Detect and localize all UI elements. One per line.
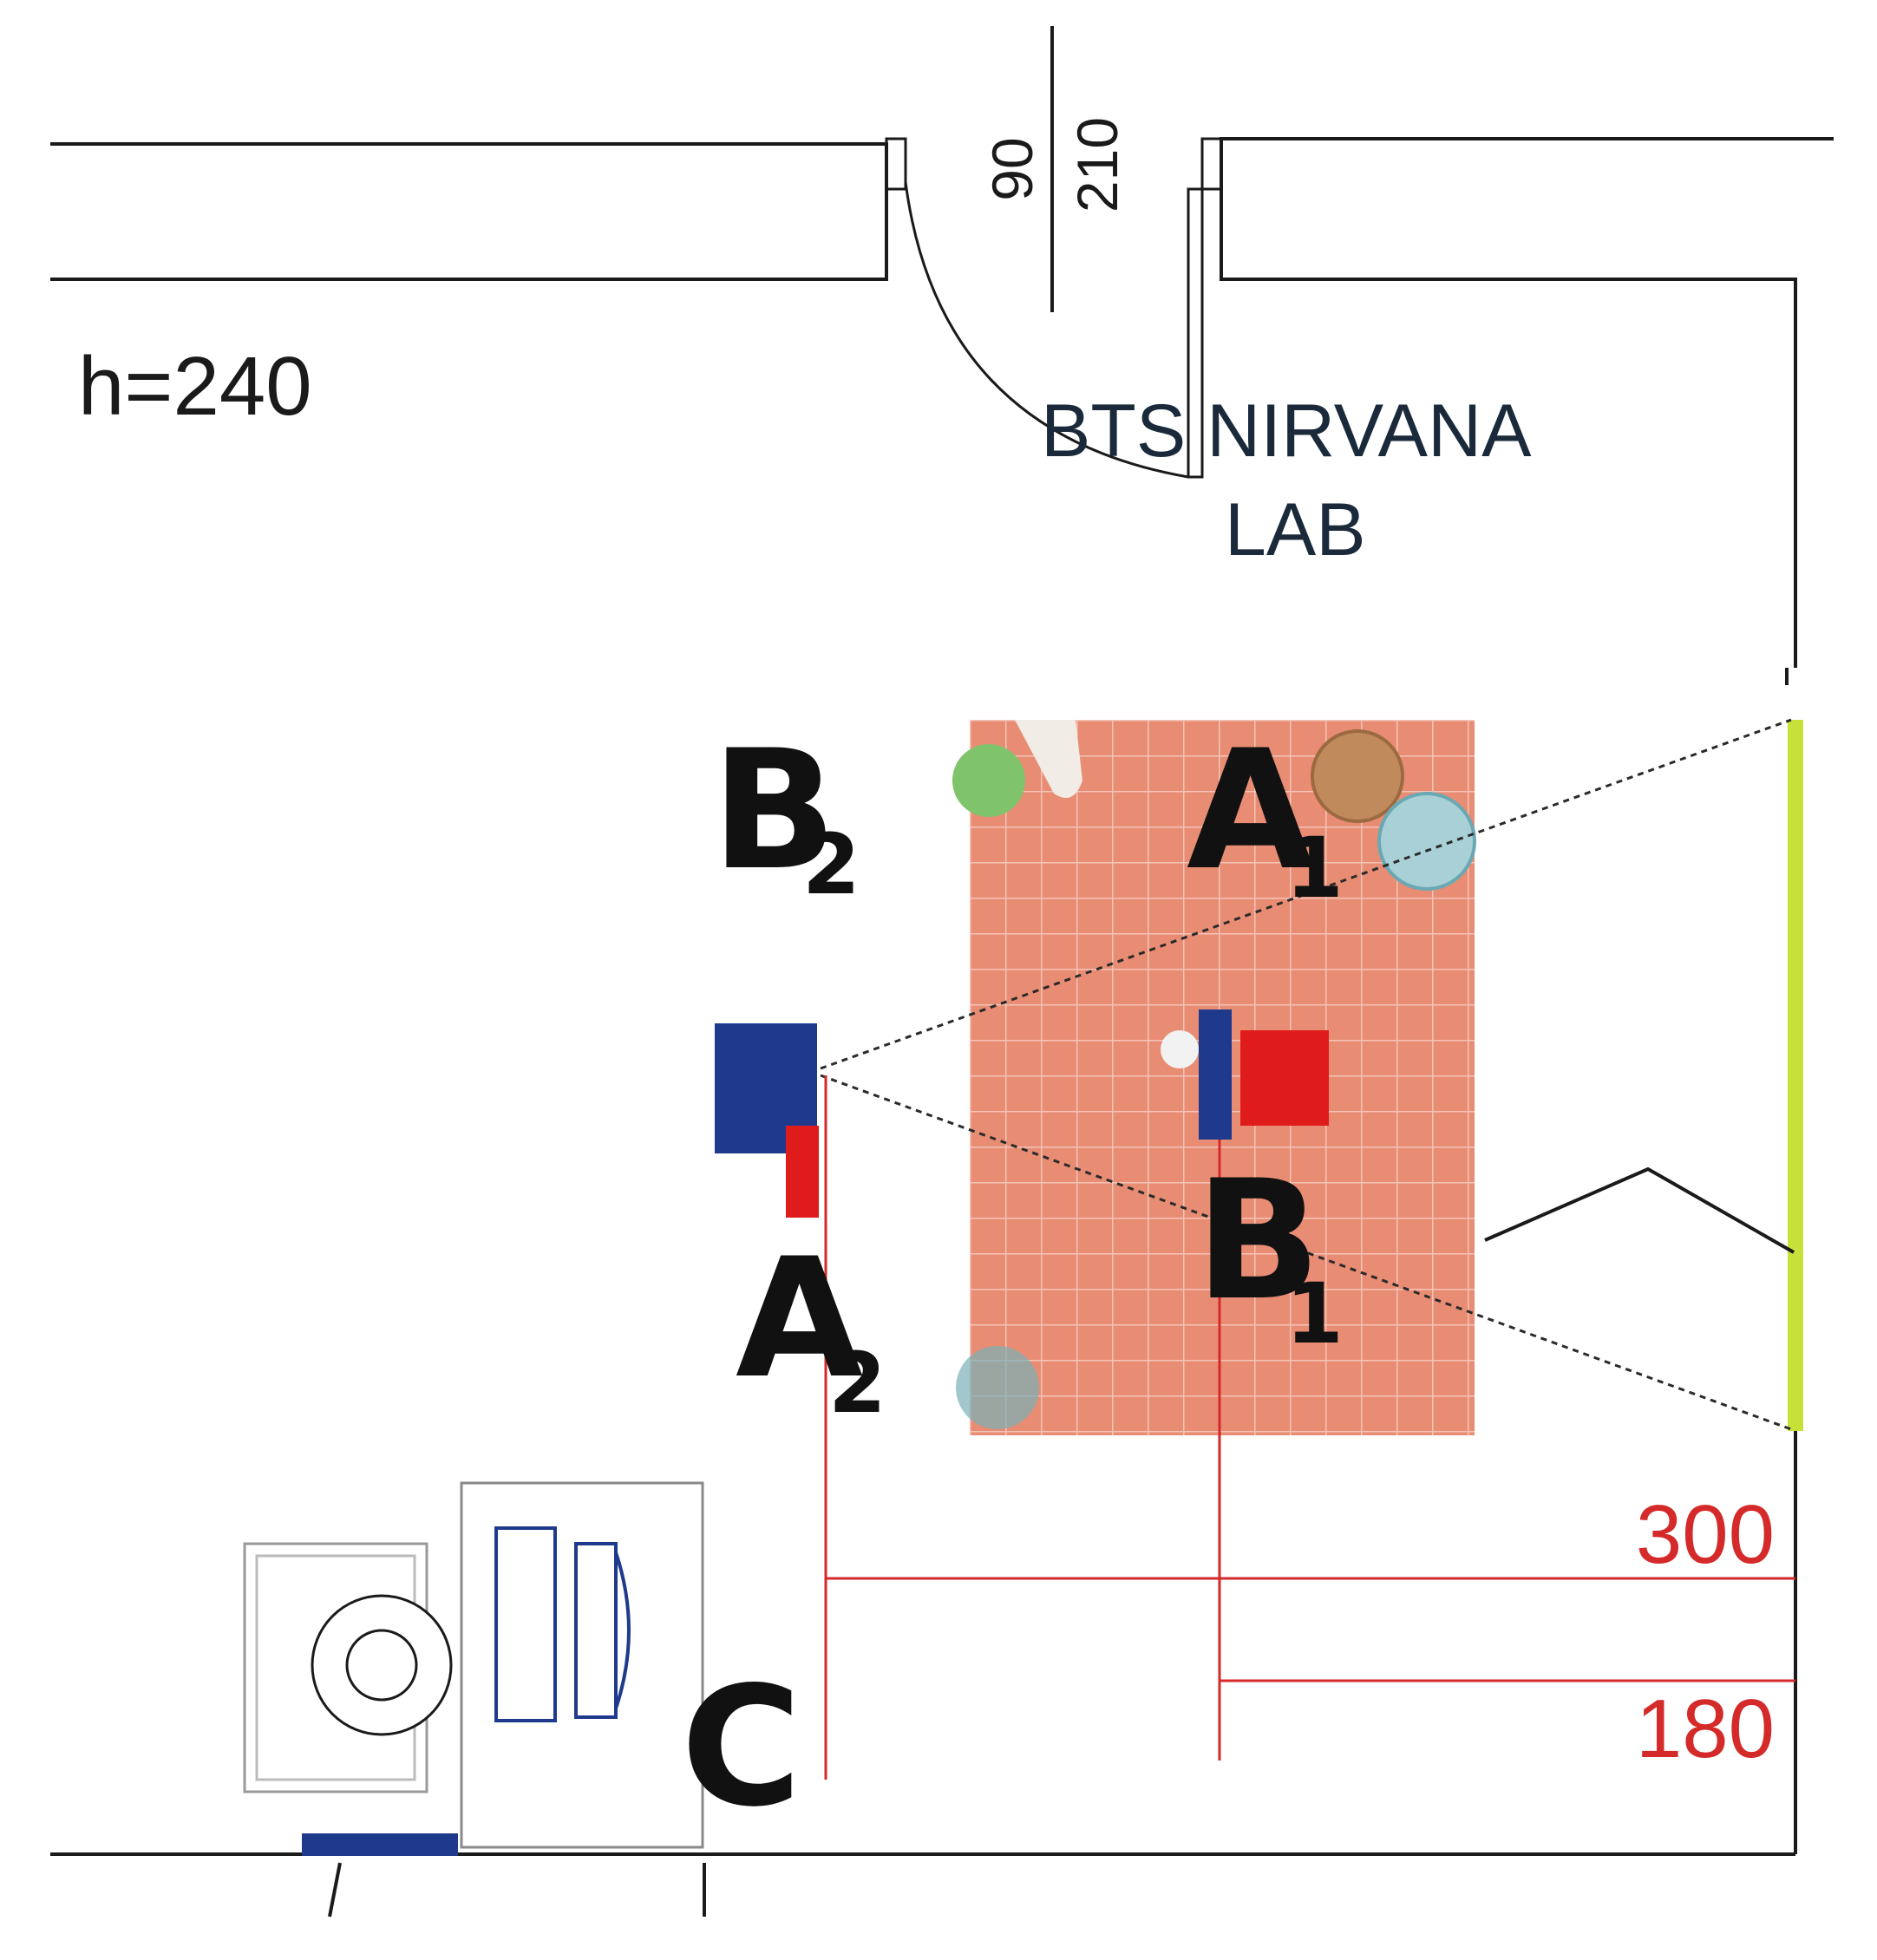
camera-sight-lines [820, 718, 1792, 1431]
operator-computer [494, 1526, 557, 1722]
label-b1-letter: B [1195, 1145, 1321, 1336]
label-a2-sub: 2 [828, 1335, 886, 1432]
door-jamb-right [1200, 137, 1223, 191]
label-c: C [681, 1651, 801, 1843]
top-wall-left [50, 142, 888, 281]
label-a2-letter: A [736, 1223, 863, 1414]
camera-b1-marker [1199, 1009, 1232, 1140]
mat-blob-center [1161, 1030, 1199, 1068]
operator-station [243, 1481, 704, 1849]
operator-monitor-stand [614, 1552, 631, 1709]
bottom-tick-left [328, 1862, 342, 1918]
label-b1-sub: 1 [1285, 1265, 1344, 1362]
operator-monitor [574, 1542, 618, 1719]
operator-desk [460, 1481, 704, 1849]
door-height-label: 210 [1065, 117, 1129, 212]
door-swing-arc [904, 181, 1189, 479]
top-wall-right [1220, 137, 1834, 668]
room-height-label: h=240 [78, 340, 312, 433]
door [904, 26, 1204, 479]
dimension-lines [824, 1075, 1795, 1780]
label-b2: B 2 [711, 715, 860, 913]
label-a1-sub: 1 [1285, 820, 1344, 917]
door-jamb-left [885, 137, 907, 191]
label-b2-letter: B [711, 715, 837, 906]
mat-disc-blue [1377, 792, 1476, 891]
room-name-line2: LAB [1225, 488, 1366, 572]
camera-a2-marker [786, 1126, 819, 1218]
operator-person-inner [345, 1629, 418, 1702]
mat-object-white [1015, 720, 1082, 798]
sight-line-upper [820, 718, 1792, 1070]
door-leaf [1187, 187, 1204, 479]
mat-disc-brown [1311, 729, 1404, 823]
operator-person-head [311, 1594, 453, 1736]
operator-floor-marker [302, 1833, 458, 1856]
room-name-line1: BTS NIRVANA [1041, 389, 1532, 473]
dimension-300-label: 300 [1636, 1488, 1775, 1581]
mat-blob-bottom [956, 1346, 1039, 1429]
door-width-label: 90 [980, 137, 1044, 200]
camera-a1-marker [1240, 1030, 1329, 1126]
label-b1: B 1 [1195, 1145, 1344, 1362]
label-a2: A 2 [736, 1223, 886, 1432]
sight-line-lower [820, 1074, 1792, 1431]
label-a1: A 1 [1187, 715, 1344, 917]
label-b2-sub: 2 [802, 816, 860, 913]
mat-ball-green [952, 744, 1025, 817]
dimension-180-label: 180 [1636, 1682, 1775, 1775]
side-object-outline [1484, 1166, 1795, 1254]
label-a1-letter: A [1187, 715, 1314, 906]
